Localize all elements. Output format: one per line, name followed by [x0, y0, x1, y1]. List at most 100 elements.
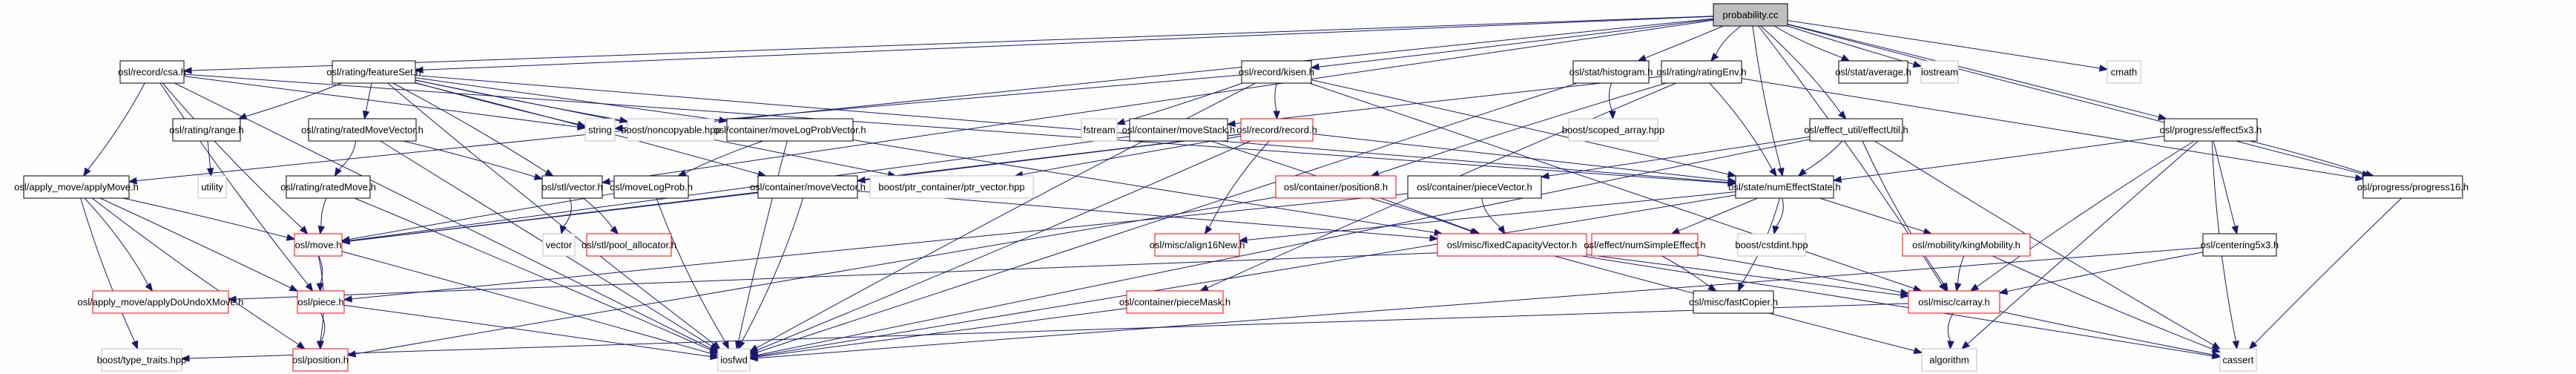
edge-featureSet-to-stlVector	[392, 82, 554, 177]
node-ratingEnv[interactable]: osl/rating/ratingEnv.h	[1656, 60, 1747, 84]
edge-effectUtil-to-pieceVector	[1540, 136, 1811, 180]
edge-numSimpleEffect-to-carray	[1697, 254, 1910, 296]
arrowhead-icon	[128, 177, 137, 185]
arrowhead-icon	[1116, 118, 1126, 125]
edge-numEffectState-to-kingMobility	[1819, 197, 1933, 235]
arrowhead-icon	[709, 352, 719, 361]
arrowhead-icon	[1998, 287, 2009, 295]
node-ratedMoveVector[interactable]: osl/rating/ratedMoveVector.h	[301, 118, 424, 142]
arrowhead-icon	[1609, 111, 1616, 120]
node-moveH[interactable]: osl/move.h	[294, 233, 343, 257]
edge-line	[135, 18, 1714, 182]
node-piece[interactable]: osl/piece.h	[297, 290, 345, 314]
arrowhead-icon	[1498, 225, 1506, 235]
node-centering5x3[interactable]: osl/centering5x3.h	[2201, 233, 2279, 257]
edge-line	[245, 82, 342, 117]
node-moveLogProb[interactable]: osl/moveLogProb.h	[610, 175, 693, 199]
node-progress16[interactable]: osl/progress/progress16.h	[2357, 175, 2468, 199]
edge-numSimpleEffect-to-fastCopier	[1661, 255, 1717, 292]
node-box	[1735, 175, 1834, 199]
node-probability[interactable]: probability.cc	[1713, 3, 1788, 27]
edge-line	[190, 16, 1714, 71]
arrowhead-icon	[227, 295, 237, 303]
node-positionH[interactable]: osl/position.h	[292, 348, 349, 372]
node-effect5x3[interactable]: osl/progress/effect5x3.h	[2160, 118, 2262, 142]
node-numEffectState[interactable]: osl/state/numEffectState.h	[1728, 175, 1841, 199]
node-kisen[interactable]: osl/record/kisen.h	[1239, 60, 1314, 84]
node-utility: utility	[197, 175, 227, 199]
edge-probability-to-featureSet	[414, 16, 1714, 73]
node-pieceMask[interactable]: osl/container/pieceMask.h	[1119, 290, 1231, 314]
arrowhead-icon	[206, 168, 214, 177]
arrowhead-icon	[180, 355, 190, 362]
edge-line	[756, 194, 1736, 357]
arrowhead-icon	[533, 173, 544, 180]
arrowhead-icon	[1273, 111, 1281, 120]
node-fixedCapacityVector[interactable]: osl/misc/fixedCapacityVector.h	[1437, 233, 1587, 257]
arrowhead-icon	[346, 350, 357, 358]
node-applyDoUndo[interactable]: osl/apply_move/applyDoUndoXMove.h	[77, 290, 244, 314]
node-label: osl/rating/range.h	[169, 125, 243, 136]
arrowhead-icon	[1900, 289, 1910, 296]
edge-line	[1773, 25, 1844, 59]
edge-ratingEnv-to-numEffectState	[1709, 82, 1777, 177]
node-csa[interactable]: osl/record/csa.h	[118, 60, 186, 84]
node-ratedMove[interactable]: osl/rating/ratedMove.h	[280, 175, 376, 199]
edge-piece-to-positionH	[317, 312, 326, 350]
node-moveStack[interactable]: osl/container/moveStack.h	[1122, 118, 1235, 142]
edge-line	[415, 77, 721, 121]
edge-pieceVector-to-piece	[343, 193, 1409, 303]
edge-centering5x3-to-carray	[1998, 252, 2204, 295]
edge-line	[318, 255, 323, 285]
edge-pieceVector-to-fixedCapacityVector	[1481, 197, 1506, 235]
node-iosfwd: iosfwd	[717, 348, 751, 372]
edge-effectUtil-to-numEffectState	[1797, 140, 1843, 177]
node-stlVector[interactable]: osl/stl/vector.h	[541, 175, 603, 199]
node-record[interactable]: osl/record/record.h	[1236, 118, 1317, 142]
edge-piece-to-iosfwd	[343, 304, 719, 361]
edge-moveLogProb-to-iosfwd	[656, 197, 729, 350]
edge-ratedMoveVector-to-ratedMove	[334, 140, 357, 177]
edge-line	[656, 197, 726, 344]
node-poolAllocator[interactable]: osl/stl/pool_allocator.h	[582, 233, 676, 257]
edge-line	[562, 197, 572, 228]
arrowhead-icon	[343, 295, 352, 303]
node-carray[interactable]: osl/misc/carray.h	[1908, 290, 2000, 314]
node-effectUtil[interactable]: osl/effect_util/effectUtil.h	[1804, 118, 1908, 142]
arrowhead-icon	[1838, 111, 1847, 119]
edge-line	[852, 140, 1436, 234]
node-moveLogProbVector[interactable]: osl/container/moveLogProbVector.h	[714, 118, 866, 142]
edge-probability-to-ratingEnv	[1710, 25, 1742, 62]
arrowhead-icon	[317, 341, 324, 350]
node-pieceVector[interactable]: osl/container/pieceVector.h	[1407, 175, 1542, 199]
arrowhead-icon	[131, 340, 139, 350]
node-box	[172, 118, 241, 142]
edge-line	[2250, 140, 2368, 175]
arrowhead-icon	[601, 177, 611, 186]
node-box	[627, 118, 715, 142]
node-box	[1908, 290, 2000, 314]
node-histogram[interactable]: osl/stat/histogram.h	[1569, 60, 1653, 84]
node-box	[2362, 175, 2463, 199]
node-position8[interactable]: osl/container/position8.h	[1275, 175, 1397, 199]
node-range[interactable]: osl/rating/range.h	[169, 118, 244, 142]
edge-probability-to-histogram	[1637, 25, 1724, 62]
edge-line	[159, 82, 309, 286]
edge-record-to-iosfwd	[748, 140, 1251, 354]
node-kingMobility[interactable]: osl/mobility/kingMobility.h	[1902, 233, 2031, 257]
node-numSimpleEffect[interactable]: osl/effect/numSimpleEffect.h	[1584, 233, 1706, 257]
node-label: osl/stat/histogram.h	[1569, 67, 1653, 78]
edge-numEffectState-to-cstdint	[1772, 197, 1784, 235]
arrowhead-icon	[334, 167, 342, 177]
arrowhead-icon	[2232, 341, 2240, 350]
node-align16New[interactable]: osl/misc/align16New.h	[1150, 233, 1245, 257]
node-box	[1737, 233, 1806, 257]
edge-kisen-to-fstream	[1116, 82, 1243, 125]
node-fastCopier[interactable]: osl/misc/fastCopier.h	[1689, 290, 1778, 314]
node-applyMove[interactable]: osl/apply_move/applyMove.h	[14, 175, 139, 199]
node-moveVector[interactable]: osl/container/moveVector.h	[750, 175, 866, 199]
node-box	[1129, 118, 1228, 142]
node-average[interactable]: osl/stat/average.h	[1835, 60, 1911, 84]
node-featureSet[interactable]: osl/rating/featureSet.h	[326, 60, 421, 84]
